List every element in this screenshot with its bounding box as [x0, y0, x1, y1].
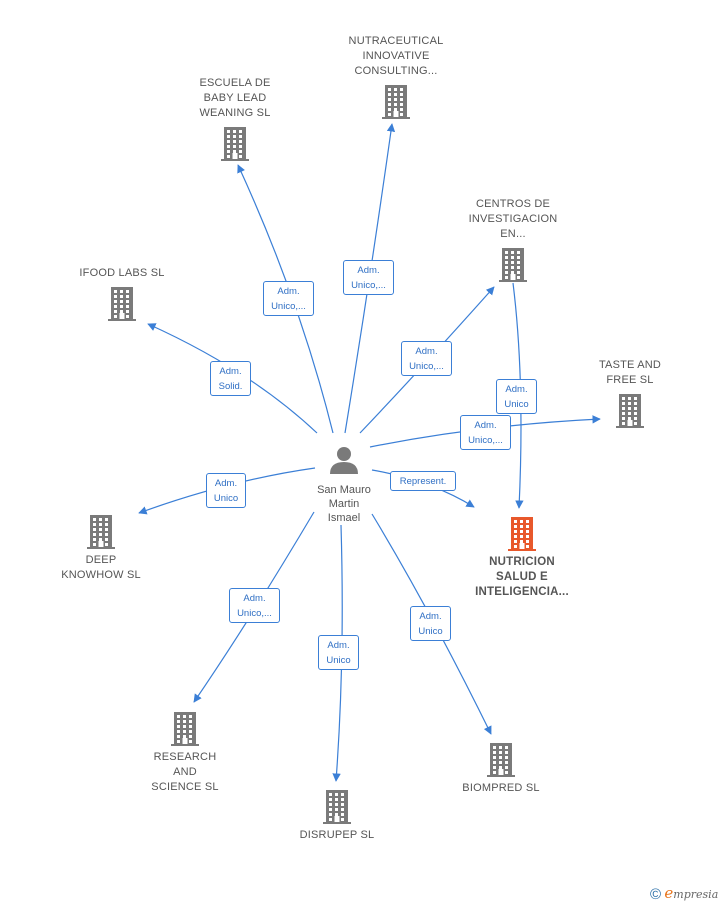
edge-label-line: Unico,...: [237, 608, 272, 619]
company-label-line: CENTROS DE: [475, 198, 551, 210]
person-icon: [330, 447, 358, 474]
edge-label-line: Unico,...: [468, 435, 503, 446]
edge-label-line: Unico,...: [351, 280, 386, 291]
edge-label-line: Adm.: [415, 346, 438, 357]
person-label-line: Martin: [328, 498, 360, 510]
company-node-biompred[interactable]: BIOMPRED SL: [441, 743, 561, 796]
edge-label-line: Adm.: [419, 611, 442, 622]
company-node-taste[interactable]: TASTE AND FREE SL: [570, 358, 690, 428]
edge-label-nutraceutical[interactable]: Adm. Unico,...: [343, 260, 394, 295]
building-icon: [616, 394, 644, 428]
building-icon: [487, 743, 515, 777]
edge-label-line: Unico,...: [271, 301, 306, 312]
company-label-line: WEANING SL: [199, 107, 271, 119]
company-label: BIOMPRED SL: [441, 781, 561, 796]
building-icon: [382, 85, 410, 119]
edge-label-line: Unico: [213, 493, 239, 504]
company-node-disrupep[interactable]: DISRUPEP SL: [277, 790, 397, 843]
footer-brand: © empresia: [650, 884, 718, 903]
edge-label-centros_nutricion[interactable]: Adm. Unico: [496, 379, 537, 414]
company-label: TASTE AND FREE SL: [570, 358, 690, 388]
company-label-line: TASTE AND: [598, 359, 662, 371]
edge-label-line: Solid.: [218, 381, 243, 392]
edge-label-line: Unico: [418, 626, 443, 637]
person-label-line: San Mauro: [317, 484, 371, 496]
edge-label-line: Unico: [326, 655, 351, 666]
building-icon: [323, 790, 351, 824]
edge-label-line: Adm.: [505, 384, 528, 395]
company-label-line: NUTRICION: [489, 556, 555, 568]
company-node-nutraceutical[interactable]: NUTRACEUTICAL INNOVATIVE CONSULTING...: [336, 34, 456, 119]
company-label-line: KNOWHOW SL: [61, 569, 141, 581]
edge-label-line: Adm.: [219, 366, 242, 377]
edge-label-line: Adm.: [357, 265, 380, 276]
edge-label-line: Represent.: [399, 476, 447, 487]
company-label: DEEP KNOWHOW SL: [41, 553, 161, 583]
company-label-line: RESEARCH: [153, 751, 217, 763]
company-label: RESEARCH AND SCIENCE SL: [125, 750, 245, 795]
edge-label-biompred[interactable]: Adm. Unico: [410, 606, 451, 641]
company-label: ESCUELA DE BABY LEAD WEANING SL: [175, 76, 295, 121]
edge-label-taste[interactable]: Adm. Unico,...: [460, 415, 511, 450]
edge-label-line: Adm.: [474, 420, 497, 431]
company-label-line: ESCUELA DE: [199, 77, 271, 89]
company-label: NUTRACEUTICAL INNOVATIVE CONSULTING...: [336, 34, 456, 79]
edge-label-line: Unico,...: [409, 361, 444, 372]
company-label-line: DISRUPEP SL: [299, 829, 375, 841]
building-icon: [221, 127, 249, 161]
company-label-line: CONSULTING...: [354, 65, 438, 77]
company-node-nutricion[interactable]: NUTRICION SALUD E INTELIGENCIA...: [462, 517, 582, 600]
edge-label-line: Adm.: [243, 593, 266, 604]
edge-label-line: Unico: [504, 399, 529, 410]
edge-label-line: Adm.: [327, 640, 350, 651]
company-label-line: DEEP: [85, 554, 117, 566]
building-icon: [87, 515, 115, 549]
company-label-line: INNOVATIVE: [362, 50, 430, 62]
company-label-line: EN...: [500, 228, 526, 240]
copyright-icon: ©: [650, 886, 662, 903]
company-label-line: IFOOD LABS SL: [79, 267, 165, 279]
company-label-line: NUTRACEUTICAL: [348, 35, 444, 47]
company-label: CENTROS DE INVESTIGACION EN...: [453, 197, 573, 242]
brand-logo-initial: e: [664, 884, 674, 902]
company-node-escuela[interactable]: ESCUELA DE BABY LEAD WEANING SL: [175, 76, 295, 161]
edge-label-escuela[interactable]: Adm. Unico,...: [263, 281, 314, 316]
company-node-ifood[interactable]: IFOOD LABS SL: [62, 266, 182, 321]
building-highlight-icon: [508, 517, 536, 551]
company-label-line: BABY LEAD: [203, 92, 267, 104]
edge-label-nutricion[interactable]: Represent.: [390, 471, 456, 491]
company-label-line: FREE SL: [606, 374, 654, 386]
edge-label-centros[interactable]: Adm. Unico,...: [401, 341, 452, 376]
building-icon: [499, 248, 527, 282]
edge-label-deep[interactable]: Adm. Unico: [206, 473, 246, 508]
edge-label-line: Adm.: [214, 478, 238, 489]
edge-label-disrupep[interactable]: Adm. Unico: [318, 635, 359, 670]
company-label-line: INTELIGENCIA...: [475, 586, 569, 598]
company-label: DISRUPEP SL: [277, 828, 397, 843]
company-label: NUTRICION SALUD E INTELIGENCIA...: [462, 555, 582, 600]
brand-logo-text: mpresia: [673, 888, 719, 901]
edge-label-ifood[interactable]: Adm. Solid.: [210, 361, 251, 396]
company-label-line: SCIENCE SL: [151, 781, 219, 793]
company-label-line: BIOMPRED SL: [462, 782, 540, 794]
building-icon: [171, 712, 199, 746]
building-icon: [108, 287, 136, 321]
company-node-research[interactable]: RESEARCH AND SCIENCE SL: [125, 712, 245, 795]
company-label-line: AND: [173, 766, 197, 778]
company-label: IFOOD LABS SL: [62, 266, 182, 281]
edge-label-research[interactable]: Adm. Unico,...: [229, 588, 280, 623]
edge-label-line: Adm.: [277, 286, 300, 297]
company-node-deep[interactable]: DEEP KNOWHOW SL: [41, 515, 161, 583]
company-label-line: INVESTIGACION: [468, 213, 558, 225]
company-label-line: SALUD E: [496, 571, 548, 583]
person-label-line: Ismael: [327, 512, 361, 524]
company-node-centros[interactable]: CENTROS DE INVESTIGACION EN...: [453, 197, 573, 282]
